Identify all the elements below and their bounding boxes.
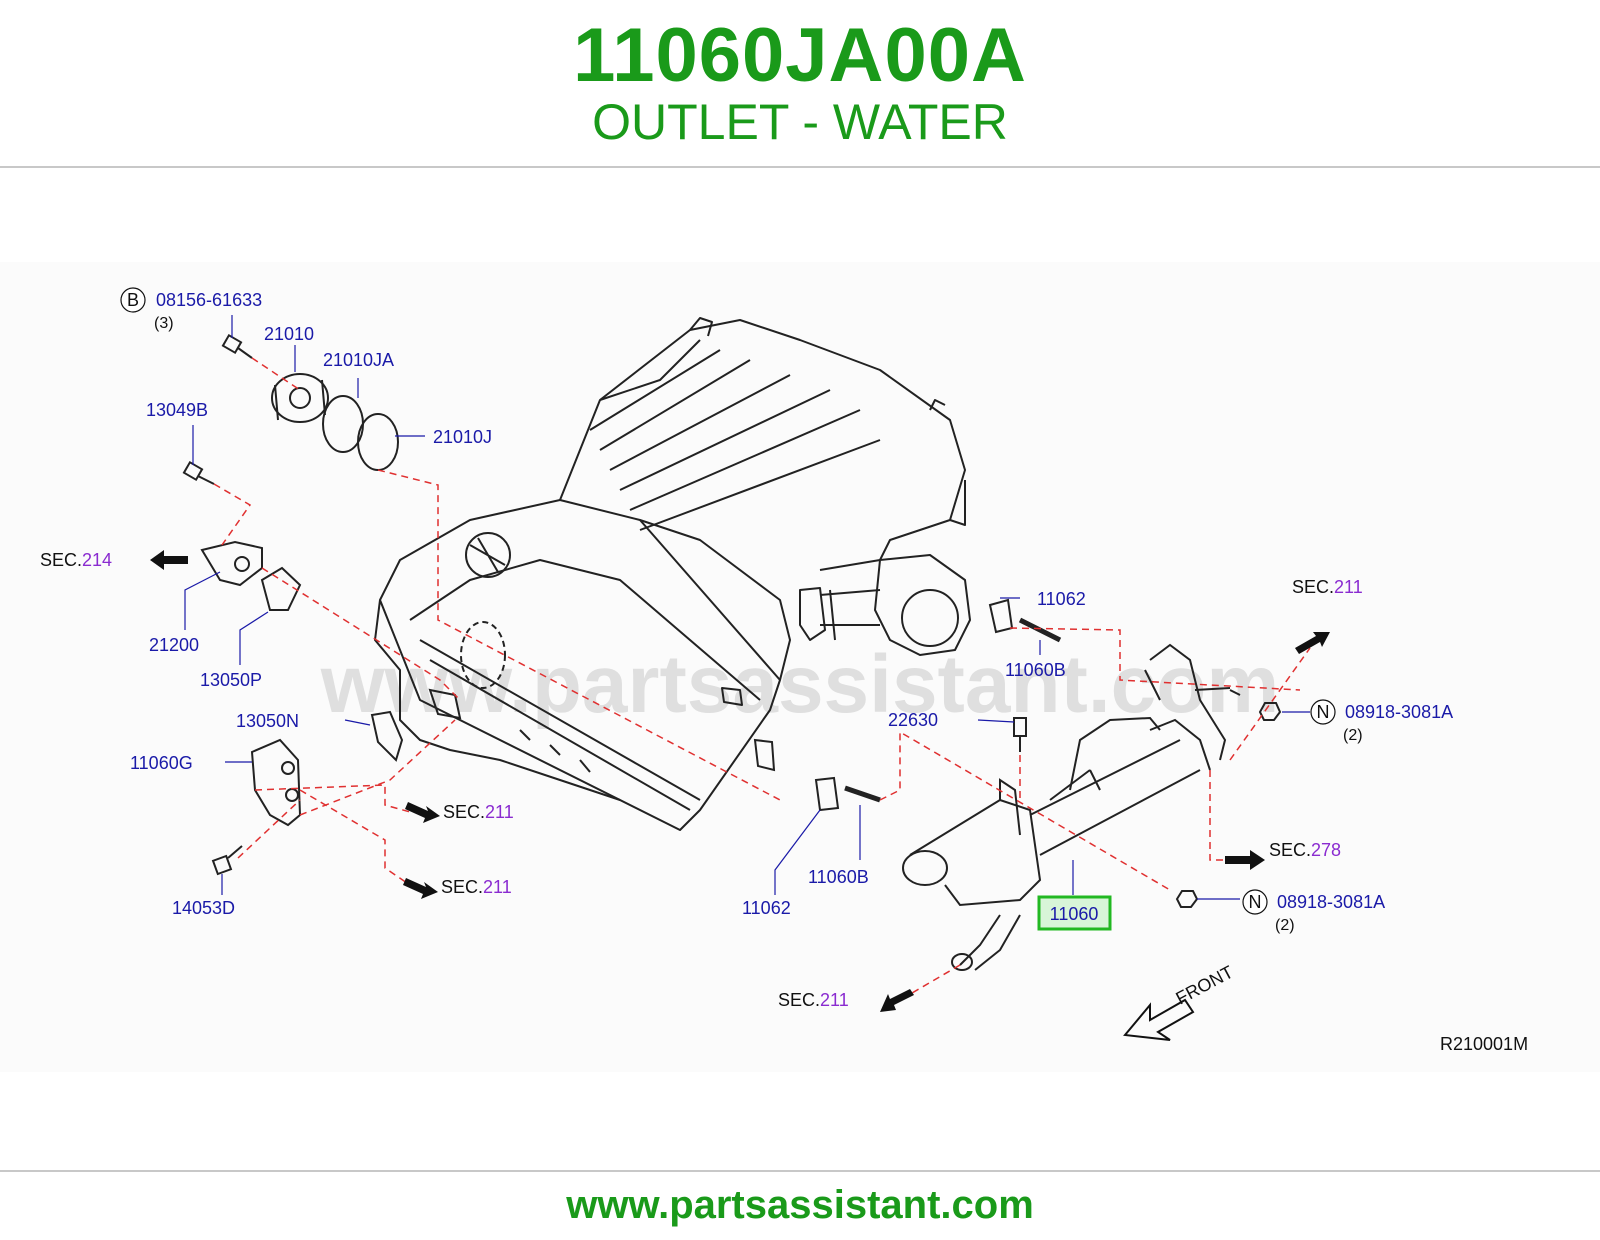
part-label-11060b-top[interactable]: 11060B [1005, 660, 1066, 680]
arrow-sec-211-top [1295, 632, 1330, 654]
callout-n-lower[interactable]: N 08918-3081A (2) [1242, 889, 1385, 934]
front-label: FRONT [1172, 962, 1236, 1009]
part-label-11062-bottom[interactable]: 11062 [742, 898, 791, 918]
gasket-11062-bottom [814, 776, 840, 812]
bolt-08156-61633 [221, 333, 253, 359]
part-number-title: 11060JA00A [573, 13, 1027, 98]
arrow-sec-278 [1225, 850, 1265, 870]
part-label-14053d[interactable]: 14053D [172, 898, 235, 918]
gasket-11062-top [988, 598, 1014, 634]
callout-n-upper-code[interactable]: 08918-3081A [1345, 702, 1453, 722]
callout-n-lower-code[interactable]: 08918-3081A [1277, 892, 1385, 912]
part-label-13050p[interactable]: 13050P [200, 670, 262, 690]
watermark-text: www.partsassistant.com [320, 639, 1280, 730]
stud-11060b-bottom [844, 785, 881, 803]
bolt-14053d [211, 845, 243, 876]
front-arrow-icon: FRONT [1123, 962, 1237, 1041]
arrow-sec-211-bottom [880, 989, 914, 1012]
n-circle-icon [1310, 699, 1336, 725]
sec-ref-211-top[interactable]: SEC.211 [1292, 577, 1363, 597]
section-references: SEC.214 SEC.211 SEC.211 SEC.211 SEC.278 … [40, 550, 1363, 1010]
thermostat-housing-21200 [200, 540, 263, 587]
b-prefix: B [127, 290, 139, 310]
part-label-11060g[interactable]: 11060G [130, 753, 193, 773]
footer-divider [0, 1170, 1600, 1172]
water-outlet-11060g [250, 738, 302, 827]
callout-n-upper-qty: (2) [1343, 727, 1363, 744]
sec-ref-211-b[interactable]: SEC.211 [441, 877, 512, 897]
temp-sensor-22630 [1013, 717, 1027, 752]
part-label-22630[interactable]: 22630 [888, 710, 938, 730]
part-labels: 21010 21010JA 21010J 13049B 21200 13050P… [130, 324, 1112, 931]
part-label-21010j[interactable]: 21010J [433, 427, 492, 447]
water-outlet-11060 [902, 716, 1211, 971]
section-arrows [150, 550, 1330, 1012]
gasket-right-head [753, 738, 776, 772]
upper-water-pipe [1144, 643, 1241, 761]
diagram-canvas: www.partsassistant.com [40, 287, 1528, 1054]
arrow-sec-214 [150, 550, 188, 570]
part-label-13049b[interactable]: 13049B [146, 400, 208, 420]
page-header: 11060JA00A OUTLET - WATER [0, 0, 1600, 168]
callout-b-qty: (3) [154, 315, 174, 332]
footer-url[interactable]: www.partsassistant.com [566, 1183, 1034, 1227]
water-pump-21010 [271, 373, 329, 423]
part-label-11062-top[interactable]: 11062 [1037, 589, 1086, 609]
nut-lower [1175, 890, 1199, 908]
part-label-13050n[interactable]: 13050N [236, 711, 299, 731]
sec-ref-211-a[interactable]: SEC.211 [443, 802, 514, 822]
nut-upper [1258, 702, 1282, 721]
callout-b-code[interactable]: 08156-61633 [156, 290, 262, 310]
gasket-left-head [428, 688, 462, 720]
sec-ref-214[interactable]: SEC.214 [40, 550, 112, 570]
callout-n-lower-qty: (2) [1275, 917, 1295, 934]
gasket-13050p [260, 566, 302, 611]
reference-code: R210001M [1440, 1034, 1528, 1054]
sec-ref-278[interactable]: SEC.278 [1269, 840, 1341, 860]
assembly-lines [213, 357, 1311, 1001]
gasket-13050n [370, 710, 404, 762]
callout-b[interactable]: B 08156-61633 (3) [120, 287, 262, 332]
part-label-11060b-bottom[interactable]: 11060B [808, 867, 869, 887]
stud-11060b-top [1018, 617, 1062, 643]
part-graphics-right [814, 598, 1282, 971]
engine-illustration [374, 317, 971, 831]
part-label-21010ja[interactable]: 21010JA [323, 350, 394, 370]
highlighted-part-11060[interactable]: 11060 [1037, 895, 1112, 931]
part-graphics-left [182, 333, 776, 876]
part-name-subtitle: OUTLET - WATER [592, 94, 1008, 150]
o-ring-21010j [357, 413, 399, 471]
header-divider [0, 166, 1600, 168]
parts-diagram: www.partsassistant.com [0, 262, 1600, 1072]
n-prefix-lower: N [1249, 892, 1262, 912]
part-label-21200[interactable]: 21200 [149, 635, 199, 655]
callout-n-upper[interactable]: N 08918-3081A (2) [1310, 699, 1453, 744]
part-label-21010[interactable]: 21010 [264, 324, 314, 344]
arrow-sec-211-b [403, 878, 438, 899]
o-ring-21010ja [322, 395, 364, 453]
leader-lines [184, 315, 1310, 900]
bolt-13049b [182, 460, 215, 485]
n-circle-icon [1242, 889, 1268, 915]
sec-ref-211-bottom[interactable]: SEC.211 [778, 990, 849, 1010]
b-circle-icon [120, 287, 146, 313]
highlight-box [1037, 895, 1112, 931]
n-prefix-upper: N [1317, 702, 1330, 722]
part-label-11060[interactable]: 11060 [1050, 904, 1099, 924]
arrow-sec-211-a [405, 802, 440, 823]
